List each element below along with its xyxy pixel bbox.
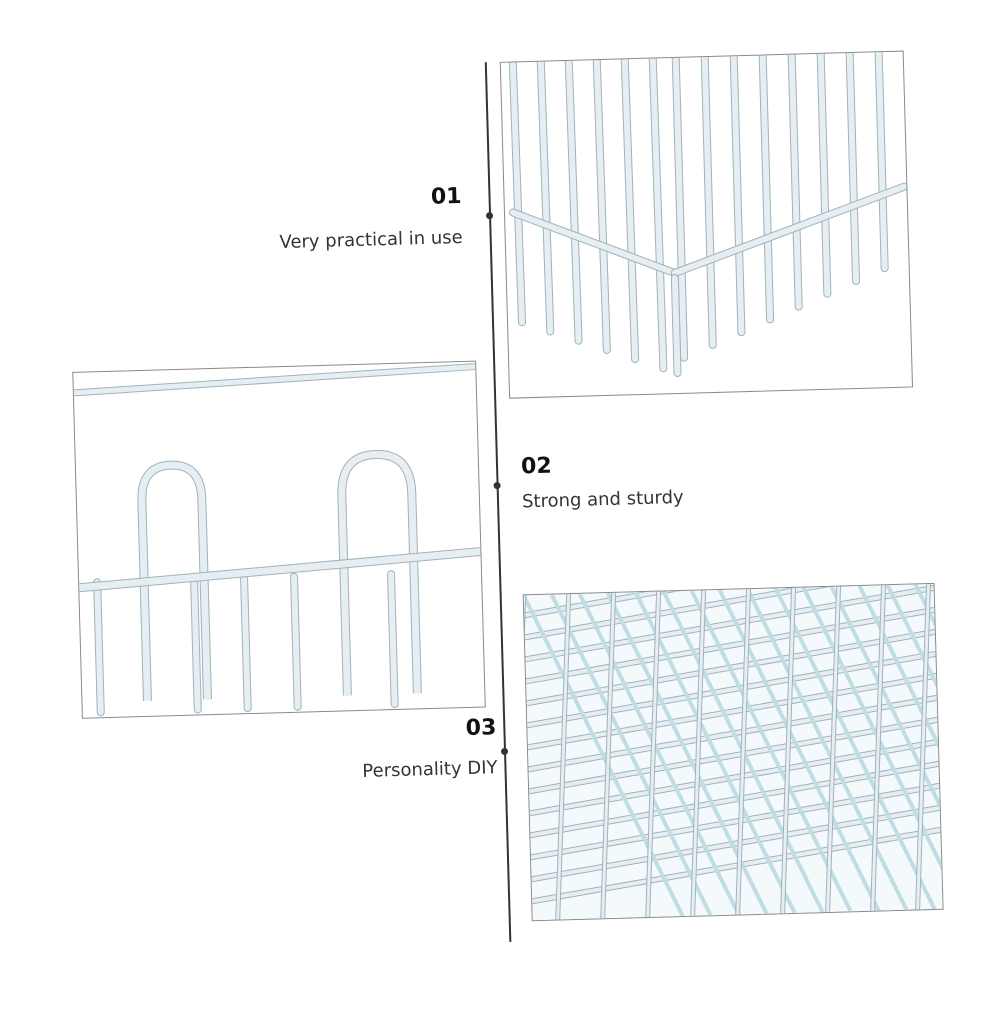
timeline-dot-3 (500, 747, 509, 756)
feature-3-caption: Personality DIY (362, 757, 498, 782)
fence-arch-photo (72, 360, 486, 719)
feature-2-number: 02 (520, 453, 553, 480)
stacked-fence-panels-photo (522, 582, 944, 922)
fence-corner-photo (499, 50, 914, 399)
feature-3-number: 03 (465, 715, 497, 742)
feature-1-caption: Very practical in use (279, 226, 463, 254)
timeline-dot-1 (485, 212, 494, 220)
feature-2-caption: Strong and sturdy (521, 486, 684, 513)
feature-1-number: 01 (430, 183, 462, 210)
timeline-dot-2 (493, 481, 501, 490)
